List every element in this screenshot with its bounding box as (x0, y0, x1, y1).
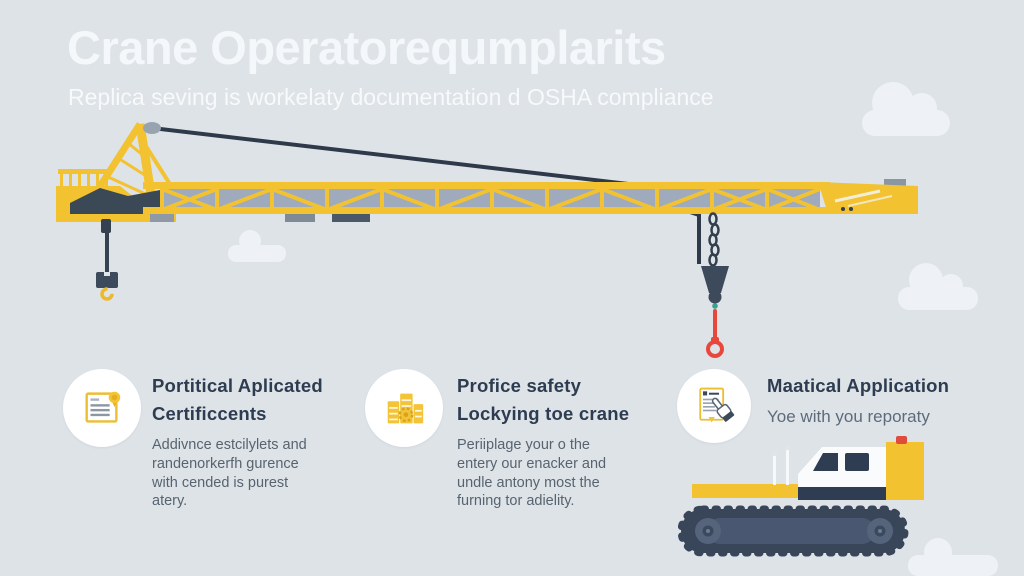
excavator-chassis-band (798, 487, 886, 500)
teal-bead (712, 303, 718, 309)
excavator-beacon-light (896, 436, 907, 444)
page-subtitle: Replica seving is workelaty documentatio… (68, 84, 714, 110)
body-line: entery our enacker and (457, 455, 607, 472)
right-hook-assembly (701, 212, 729, 358)
crane-jib (143, 179, 918, 214)
feature-1-body: Addivnce estcilylets and randenorkerfh g… (152, 436, 323, 511)
hand-tap-document-icon (699, 387, 735, 423)
left-hook (100, 287, 114, 301)
excavator-wheel-right (867, 518, 893, 544)
excavator-flatbed (692, 484, 800, 498)
heading-line: Lockying toe crane (457, 402, 630, 424)
feature-2-heading: Profice safety Lockying toe crane (457, 372, 629, 427)
body-line: furning tor adielity. (457, 493, 575, 510)
feature-1-icon-circle (63, 369, 141, 447)
heading-line: Certificcents (152, 402, 267, 424)
cloud-bottom-right (908, 538, 998, 576)
page-title: Crane Operatorequmplarits (67, 21, 666, 74)
red-hook-rod (713, 309, 717, 339)
feature-2: Profice safety Lockying toe crane Periip… (457, 372, 629, 511)
feature-3: Maatical Application Yoe with you repora… (767, 372, 949, 427)
feature-3-heading: Maatical Application (767, 372, 949, 400)
jib-step-2 (332, 212, 370, 222)
mast-pulley (143, 122, 161, 134)
feature-2-body: Periiplage your o the entery our enacker… (457, 436, 629, 511)
feature-1: Portitical Aplicated Certificcents Addiv… (152, 372, 323, 511)
feature-1-heading: Portitical Aplicated Certificcents (152, 372, 323, 427)
feature-3-subtext: Yoe with you reporaty (767, 406, 930, 426)
body-line: randenorkerfh gurence (152, 455, 299, 472)
red-hook-ring (706, 340, 724, 358)
tower-crane-illustration (56, 122, 918, 358)
excavator-illustration (677, 436, 924, 557)
heading-line: Maatical Application (767, 375, 950, 396)
excavator-wheel-left (695, 518, 721, 544)
heading-line: Profice safety (457, 375, 582, 396)
jib-tip (818, 182, 918, 214)
body-line: Periiplage your o the (457, 437, 590, 453)
cloud-top-right (862, 82, 950, 136)
stacked-blocks-gear-icon (387, 393, 424, 424)
body-line: with cended is purest (152, 474, 289, 491)
excavator-cab (798, 447, 886, 487)
excavator-windshield (813, 453, 838, 471)
body-line: atery. (152, 493, 188, 510)
heading-line: Portitical Aplicated (152, 375, 323, 396)
certificate-document-icon (85, 391, 121, 423)
feature-3-icon-circle (677, 369, 751, 443)
jib-step (285, 212, 315, 222)
feature-2-icon-circle (365, 369, 443, 447)
cloud-right-middle (898, 263, 978, 310)
excavator-engine-block (886, 442, 924, 500)
cloud-center-left (228, 230, 286, 262)
body-line: undle antony most the (457, 474, 600, 491)
jib-tip-cabin-block (884, 179, 906, 190)
excavator-side-window (845, 453, 869, 471)
left-hook-assembly (96, 219, 118, 301)
body-line: Addivnce estcilylets and (152, 437, 307, 453)
